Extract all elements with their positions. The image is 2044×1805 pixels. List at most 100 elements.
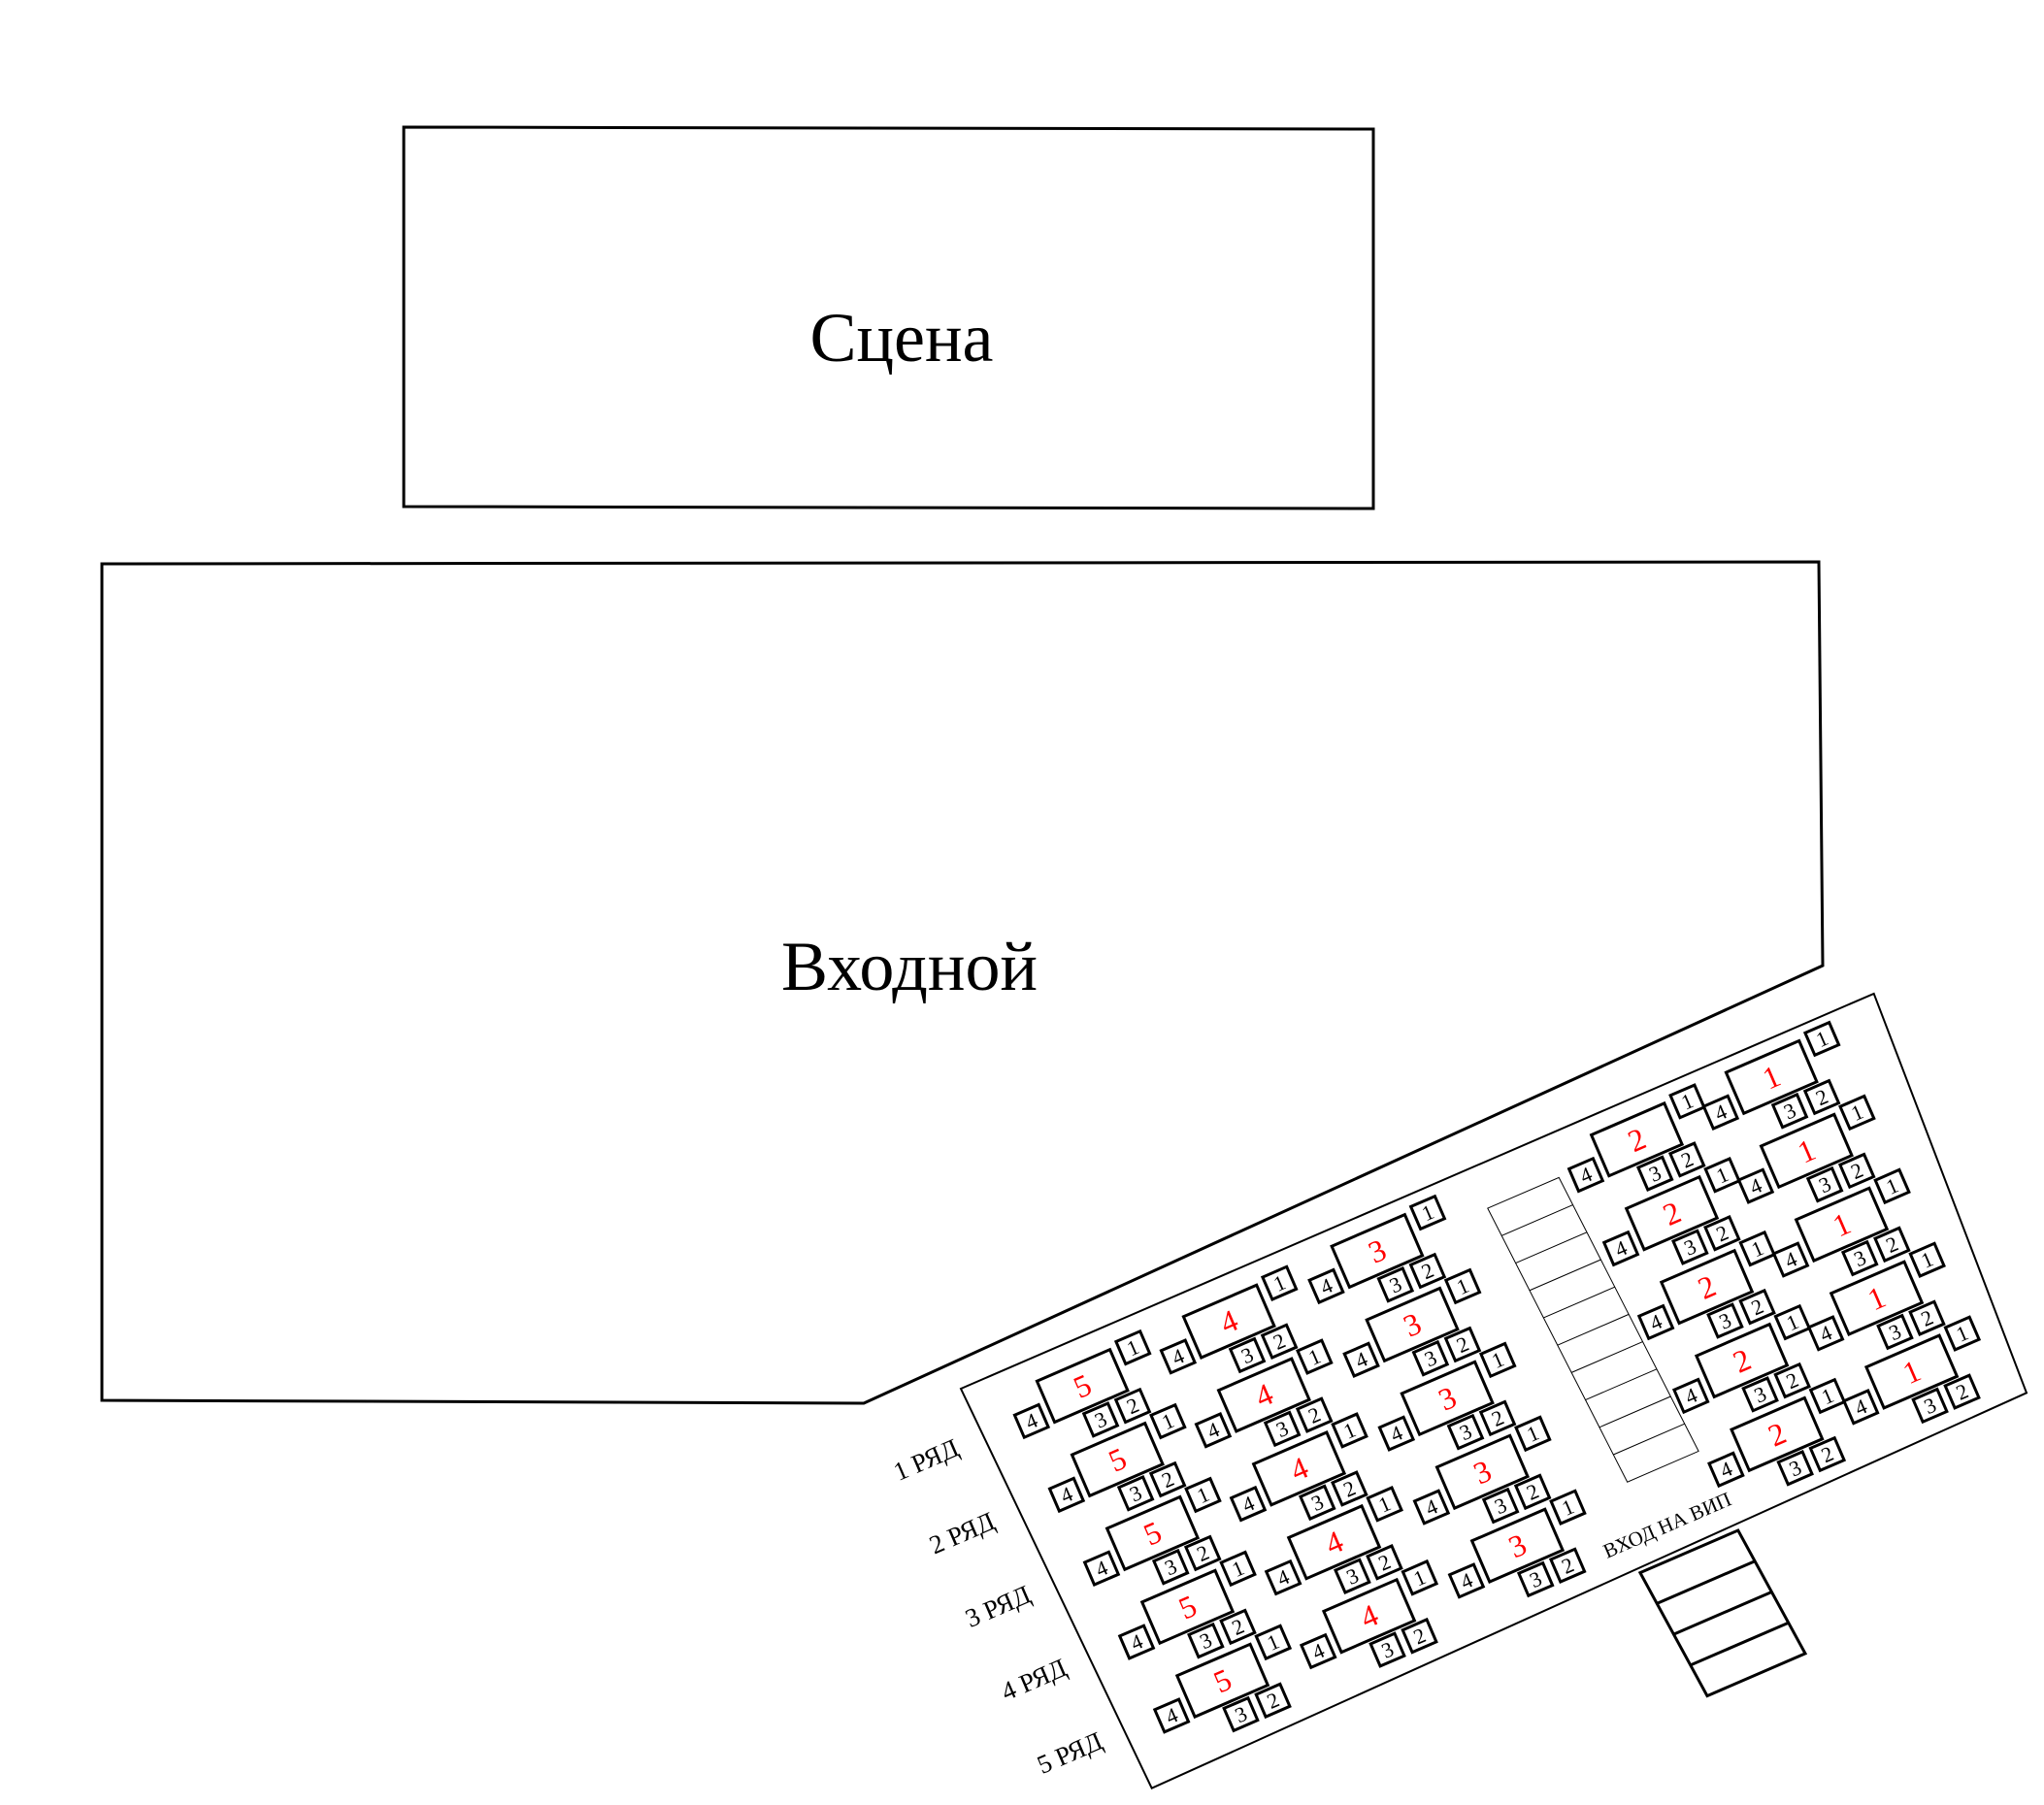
chair-2[interactable]: 2 (1295, 1396, 1334, 1433)
chair-3[interactable]: 3 (1671, 1229, 1709, 1265)
chair-1[interactable]: 1 (1703, 1157, 1741, 1194)
chair-4[interactable]: 4 (1047, 1476, 1086, 1514)
chair-3[interactable]: 3 (1776, 1450, 1814, 1487)
chair-2[interactable]: 2 (1260, 1323, 1299, 1360)
chair-1[interactable]: 1 (1808, 1377, 1847, 1415)
chair-3[interactable]: 3 (1222, 1695, 1260, 1733)
chair-2[interactable]: 2 (1408, 1252, 1447, 1290)
chair-3[interactable]: 3 (1334, 1558, 1371, 1594)
chair-3[interactable]: 3 (1635, 1155, 1674, 1192)
chair-2[interactable]: 2 (1667, 1141, 1706, 1178)
chair-1[interactable]: 1 (1401, 1559, 1439, 1596)
chair-2[interactable]: 2 (1254, 1682, 1292, 1720)
chair-1[interactable]: 1 (1149, 1402, 1187, 1440)
chair-3[interactable]: 3 (1516, 1560, 1555, 1598)
chair-2[interactable]: 2 (1113, 1387, 1152, 1425)
chair-1[interactable]: 1 (1943, 1315, 1982, 1352)
chair-1[interactable]: 1 (1514, 1415, 1552, 1453)
chair-4[interactable]: 4 (1159, 1338, 1198, 1375)
chair-4[interactable]: 4 (1194, 1412, 1233, 1449)
chair-2[interactable]: 2 (1873, 1226, 1911, 1264)
chair-3[interactable]: 3 (1411, 1339, 1450, 1377)
chair-4[interactable]: 4 (1636, 1303, 1675, 1341)
chair-4[interactable]: 4 (1012, 1402, 1051, 1440)
chair-2[interactable]: 2 (1183, 1534, 1222, 1572)
chair-2[interactable]: 2 (1943, 1373, 1981, 1410)
chair-3[interactable]: 3 (1263, 1410, 1302, 1448)
chair-4[interactable]: 4 (1806, 1315, 1845, 1352)
chair-1[interactable]: 1 (1773, 1303, 1812, 1341)
chair-1[interactable]: 1 (1668, 1083, 1706, 1120)
chair-2[interactable]: 2 (1331, 1470, 1368, 1507)
chair-4[interactable]: 4 (1412, 1489, 1451, 1526)
chair-1[interactable]: 1 (1219, 1550, 1257, 1588)
chair-4[interactable]: 4 (1736, 1167, 1775, 1204)
chair-4[interactable]: 4 (1601, 1230, 1640, 1267)
entrance-hall-area[interactable]: Входной (100, 560, 1825, 1405)
chair-2[interactable]: 2 (1908, 1299, 1946, 1336)
chair-3[interactable]: 3 (1446, 1413, 1485, 1451)
chair-3[interactable]: 3 (1298, 1484, 1336, 1522)
chair-3[interactable]: 3 (1741, 1376, 1779, 1413)
chair-4[interactable]: 4 (1701, 1094, 1740, 1131)
chair-2[interactable]: 2 (1366, 1544, 1403, 1581)
chair-1[interactable]: 1 (1184, 1476, 1222, 1514)
chair-2[interactable]: 2 (1478, 1399, 1517, 1437)
chair-4[interactable]: 4 (1447, 1562, 1486, 1599)
chair-4[interactable]: 4 (1082, 1550, 1121, 1587)
chair-2[interactable]: 2 (1401, 1617, 1438, 1655)
chair-2[interactable]: 2 (1443, 1326, 1482, 1363)
chair-1[interactable]: 1 (1443, 1267, 1482, 1305)
chair-3[interactable]: 3 (1187, 1622, 1225, 1659)
chair-3[interactable]: 3 (1081, 1401, 1120, 1438)
chair-1[interactable]: 1 (1478, 1341, 1517, 1379)
chair-3[interactable]: 3 (1770, 1092, 1809, 1130)
chair-4[interactable]: 4 (1841, 1389, 1880, 1426)
chair-4[interactable]: 4 (1264, 1559, 1302, 1596)
chair-2[interactable]: 2 (1802, 1078, 1841, 1116)
chair-4[interactable]: 4 (1152, 1697, 1191, 1734)
stage-area[interactable]: Сцена (402, 125, 1375, 510)
chair-2[interactable]: 2 (1548, 1547, 1587, 1584)
chair-3[interactable]: 3 (1228, 1336, 1267, 1374)
chair-3[interactable]: 3 (1368, 1631, 1406, 1668)
chair-2[interactable]: 2 (1148, 1460, 1187, 1498)
chair-4[interactable]: 4 (1707, 1451, 1745, 1489)
chair-2[interactable]: 2 (1219, 1608, 1257, 1646)
chair-1[interactable]: 1 (1408, 1194, 1447, 1231)
chair-3[interactable]: 3 (1116, 1475, 1155, 1512)
chair-2[interactable]: 2 (1773, 1362, 1811, 1399)
chair-1[interactable]: 1 (1908, 1241, 1946, 1278)
chair-2[interactable]: 2 (1808, 1435, 1847, 1473)
chair-4[interactable]: 4 (1307, 1267, 1345, 1305)
vip-entrance-stairs[interactable] (1637, 1528, 1808, 1698)
chair-3[interactable]: 3 (1151, 1548, 1190, 1586)
chair-2[interactable]: 2 (1738, 1288, 1776, 1326)
chair-1[interactable]: 1 (1802, 1020, 1841, 1058)
chair-2[interactable]: 2 (1837, 1152, 1876, 1190)
chair-2[interactable]: 2 (1703, 1215, 1741, 1252)
chair-4[interactable]: 4 (1229, 1485, 1268, 1523)
chair-1[interactable]: 1 (1260, 1264, 1299, 1301)
chair-4[interactable]: 4 (1299, 1632, 1337, 1670)
